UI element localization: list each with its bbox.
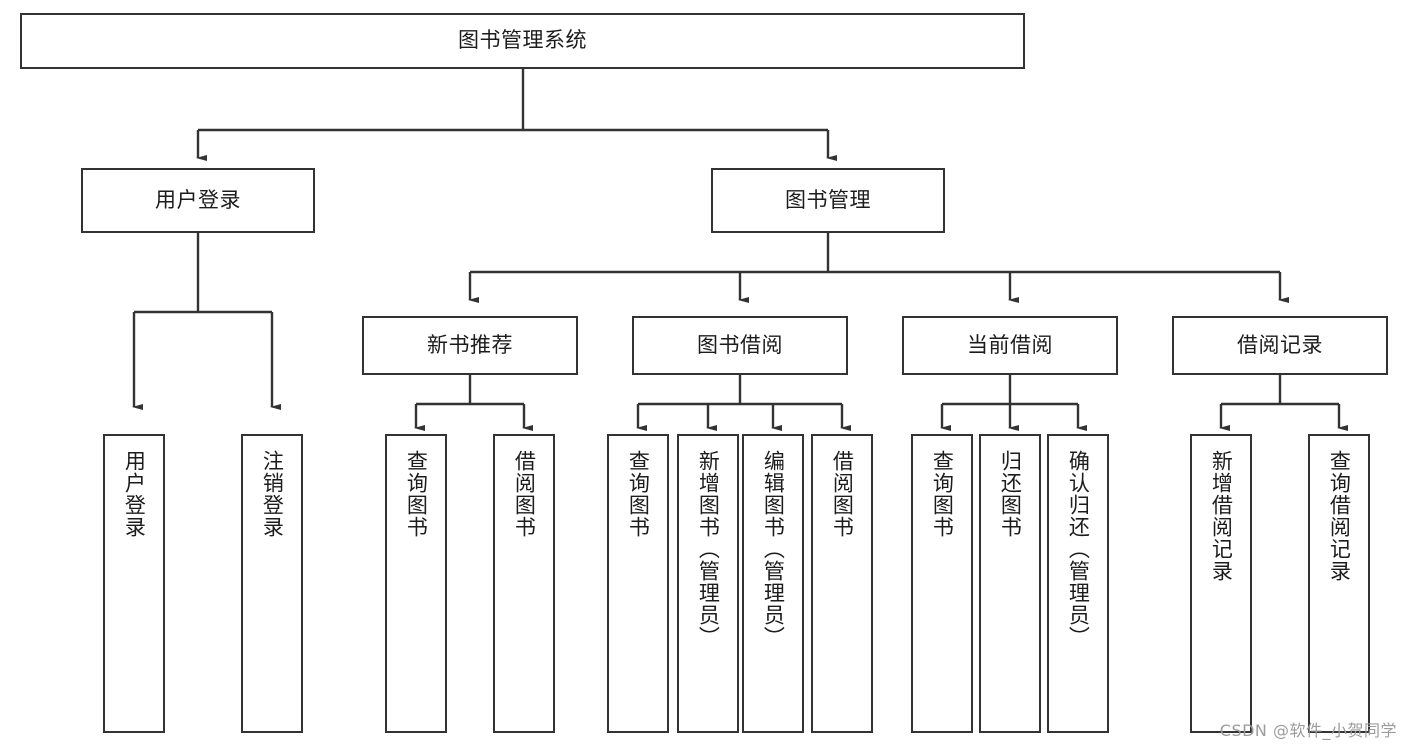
node-leaf-return-book[interactable]: 归还图书 [979,434,1041,733]
node-leaf-user-login[interactable]: 用户登录 [103,434,165,733]
node-book-borrow[interactable]: 图书借阅 [632,316,848,375]
node-leaf-user-logout[interactable]: 注销登录 [241,434,303,733]
node-root-system-label: 图书管理系统 [458,28,587,53]
node-book-management[interactable]: 图书管理 [711,168,945,233]
node-leaf-borrow-book-2-label: 借阅图书 [830,450,855,538]
node-leaf-add-book[interactable]: 新增图书（管理员） [677,434,739,733]
node-borrow-record-label: 借阅记录 [1237,332,1323,357]
node-leaf-query-book-2-label: 查询图书 [626,450,651,538]
node-leaf-add-book-label: 新增图书（管理员） [696,450,721,648]
node-borrow-record[interactable]: 借阅记录 [1172,316,1388,375]
node-leaf-query-book-2[interactable]: 查询图书 [607,434,669,733]
node-leaf-edit-book[interactable]: 编辑图书（管理员） [742,434,804,733]
node-leaf-add-record-label: 新增借阅记录 [1209,450,1234,582]
node-leaf-add-record[interactable]: 新增借阅记录 [1190,434,1252,733]
node-leaf-return-book-label: 归还图书 [998,450,1023,538]
node-leaf-query-record[interactable]: 查询借阅记录 [1308,434,1370,733]
csdn-watermark: CSDN @软件_小贺同学 [1219,721,1397,740]
node-leaf-borrow-book-2[interactable]: 借阅图书 [811,434,873,733]
node-leaf-query-book-1-label: 查询图书 [404,450,429,538]
node-root-system[interactable]: 图书管理系统 [20,13,1025,69]
node-leaf-query-book-1[interactable]: 查询图书 [385,434,447,733]
node-leaf-borrow-book-1[interactable]: 借阅图书 [493,434,555,733]
node-user-login[interactable]: 用户登录 [81,168,315,233]
node-book-management-label: 图书管理 [785,187,871,212]
node-user-login-label: 用户登录 [155,187,241,212]
node-leaf-user-logout-label: 注销登录 [260,450,285,538]
node-leaf-confirm-return[interactable]: 确认归还（管理员） [1047,434,1109,733]
node-new-book-recommend[interactable]: 新书推荐 [362,316,578,375]
node-leaf-query-book-3-label: 查询图书 [930,450,955,538]
node-leaf-query-record-label: 查询借阅记录 [1327,450,1352,582]
node-leaf-confirm-return-label: 确认归还（管理员） [1066,450,1091,648]
node-leaf-borrow-book-1-label: 借阅图书 [512,450,537,538]
node-new-book-recommend-label: 新书推荐 [427,332,513,357]
node-current-borrow[interactable]: 当前借阅 [902,316,1118,375]
node-book-borrow-label: 图书借阅 [697,332,783,357]
node-leaf-edit-book-label: 编辑图书（管理员） [761,450,786,648]
node-leaf-query-book-3[interactable]: 查询图书 [911,434,973,733]
node-current-borrow-label: 当前借阅 [967,332,1053,357]
node-leaf-user-login-label: 用户登录 [122,450,147,538]
